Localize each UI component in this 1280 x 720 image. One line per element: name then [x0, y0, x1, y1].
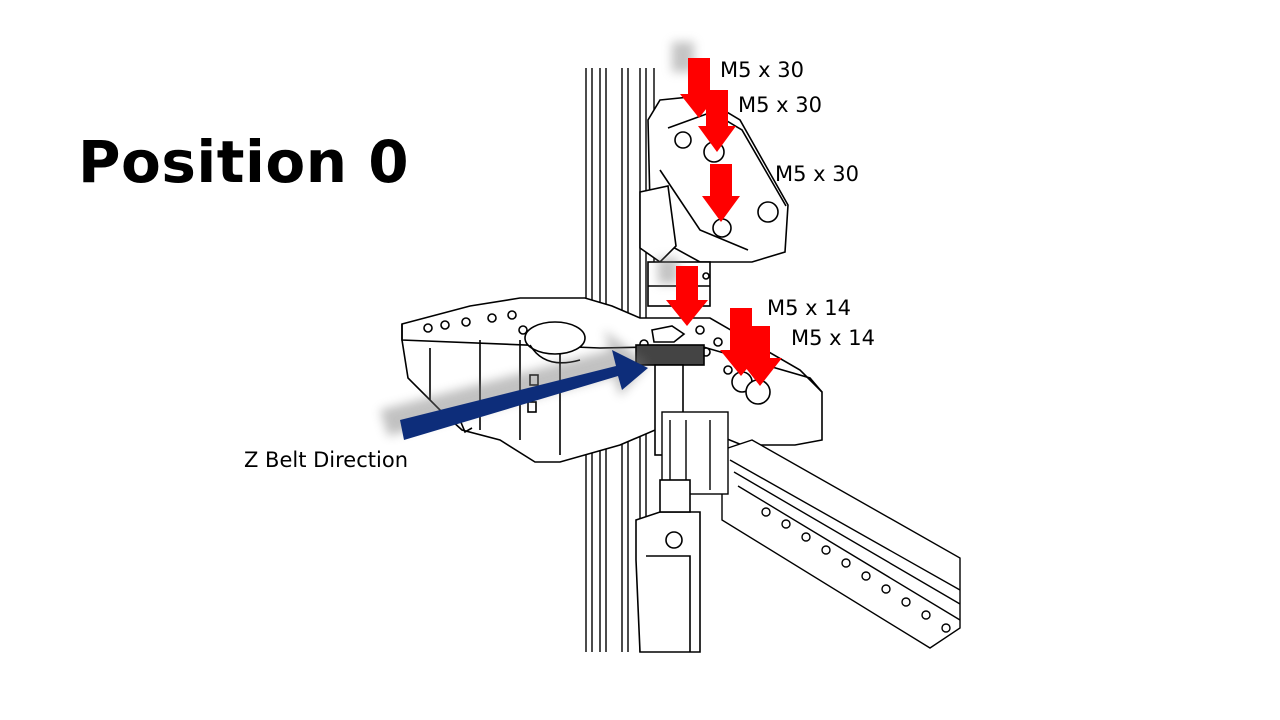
bolt-callout-5: M5 x 14 — [791, 326, 875, 350]
bolt-callout-1: M5 x 30 — [720, 58, 804, 82]
belt-direction-label: Z Belt Direction — [244, 448, 409, 472]
bolt-callout-4: M5 x 14 — [767, 296, 851, 320]
lower-bracket — [635, 479, 701, 653]
bolt-arrows — [658, 42, 782, 386]
bolt-arrow-3 — [702, 164, 740, 222]
bolt-callout-3: M5 x 30 — [775, 162, 859, 186]
bolt-arrow-4 — [658, 258, 708, 326]
bolt-callout-2: M5 x 30 — [738, 93, 822, 117]
belt-direction-arrow — [380, 330, 648, 440]
bolt-arrow-6 — [738, 326, 782, 386]
linear-rail — [661, 411, 961, 649]
bolt-arrow-2 — [698, 90, 736, 152]
slide-title: Position 0 — [78, 128, 410, 196]
